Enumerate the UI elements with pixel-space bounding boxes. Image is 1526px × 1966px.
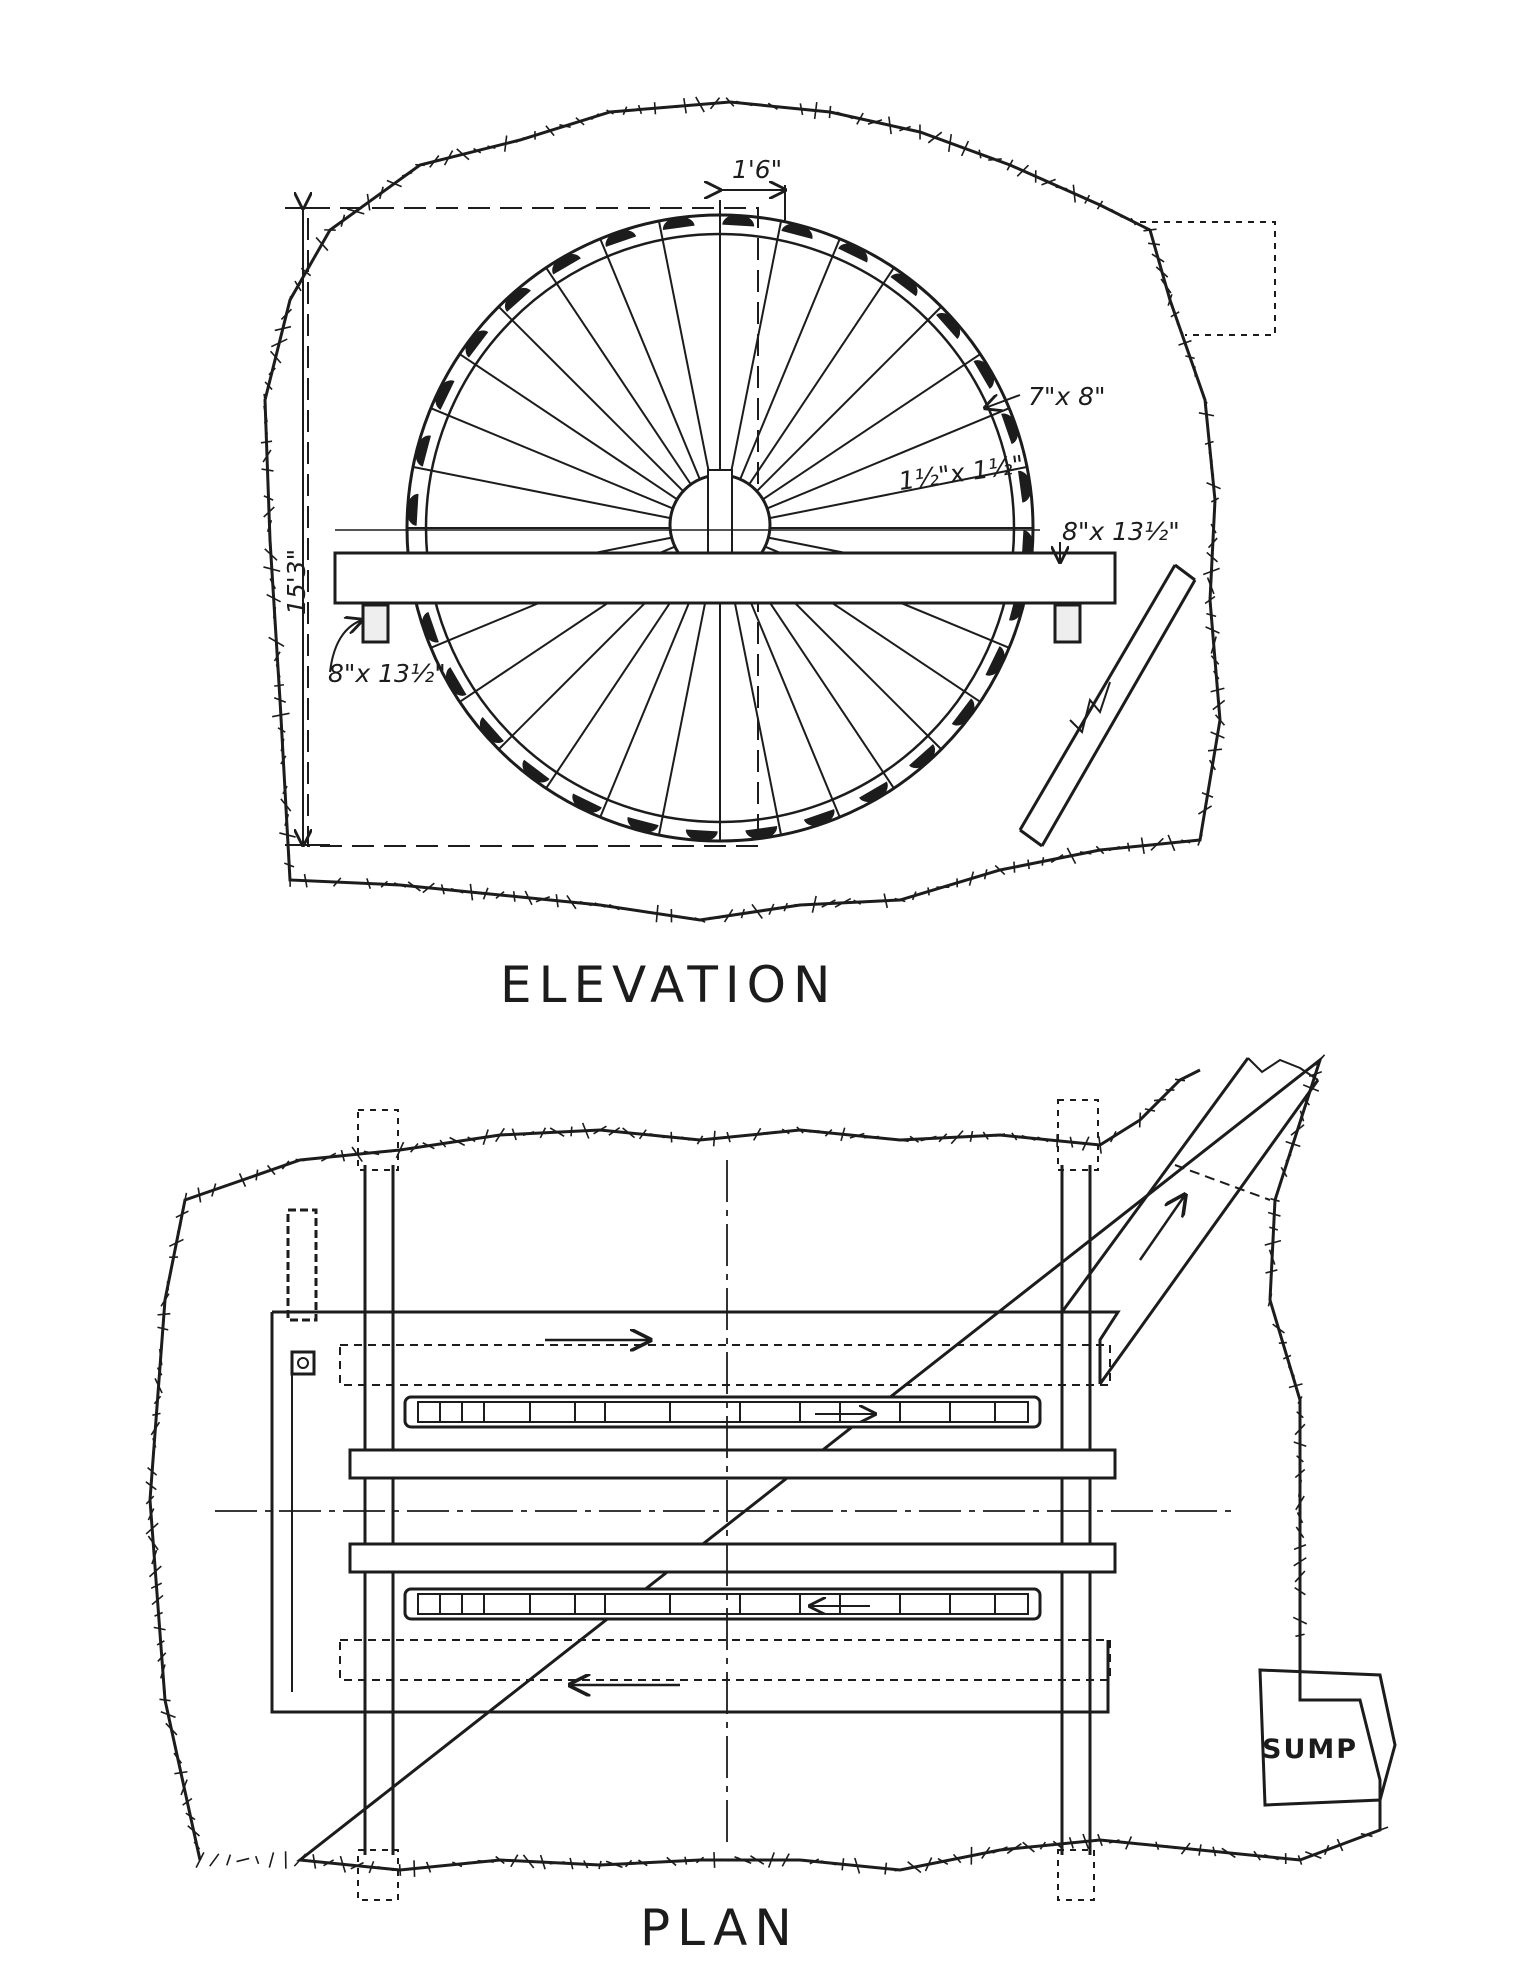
sump-label: SUMP: [1262, 1734, 1358, 1765]
plan-lower-beam: [348, 1542, 1117, 1574]
wheel-buckets: [406, 214, 1034, 842]
plan-lower-rim: [403, 1587, 1042, 1621]
left-support-block: [361, 603, 390, 644]
wheel-axle: [707, 469, 733, 561]
water-wheel: [405, 213, 1035, 843]
flow-arrow-flume: [1138, 1195, 1185, 1261]
plan-view: [145, 1054, 1397, 1901]
rim-leader: [985, 395, 1021, 408]
left-post: [286, 1208, 318, 1322]
dim-beam-left: 8"x 13½": [328, 659, 446, 688]
plan-frame: [270, 1310, 1121, 1714]
dim-spoke: 1½"x 1½": [897, 450, 1026, 496]
plan-rock-hatching: [145, 1054, 1389, 1877]
bucket-spacing-dimension: [720, 185, 785, 222]
right-support-block: [1053, 603, 1082, 644]
dim-height: 15'3": [282, 549, 311, 615]
elevation-rock-hatching: [260, 96, 1226, 923]
vertical-rails: [363, 1165, 1092, 1855]
plan-title: PLAN: [640, 1899, 799, 1957]
sump-outline: [1258, 1668, 1397, 1807]
dim-beam-right: 8"x 13½": [1062, 517, 1180, 546]
elevation-view: [260, 96, 1276, 923]
elevation-title: ELEVATION: [500, 956, 837, 1014]
elevation-dashed-housing: [1140, 221, 1276, 336]
block-leader: [329, 620, 362, 673]
plan-upper-beam: [348, 1448, 1117, 1480]
inclined-flume: [1018, 563, 1197, 848]
rail-dashed-extensions: [357, 1099, 1099, 1901]
plan-valve-box: [290, 1350, 316, 1376]
elevation-beam: [333, 551, 1117, 605]
plan-upper-rim: [403, 1395, 1042, 1429]
dim-bucket-spacing: 1'6": [732, 155, 782, 184]
plan-flume: [1060, 1057, 1320, 1385]
plan-dashed-channels: [339, 1344, 1111, 1681]
plan-flume-dashed: [1174, 1164, 1271, 1201]
elevation-pit-outline: [263, 100, 1222, 922]
height-dimension: [285, 208, 330, 845]
dim-rim: 7"x 8": [1028, 382, 1106, 411]
